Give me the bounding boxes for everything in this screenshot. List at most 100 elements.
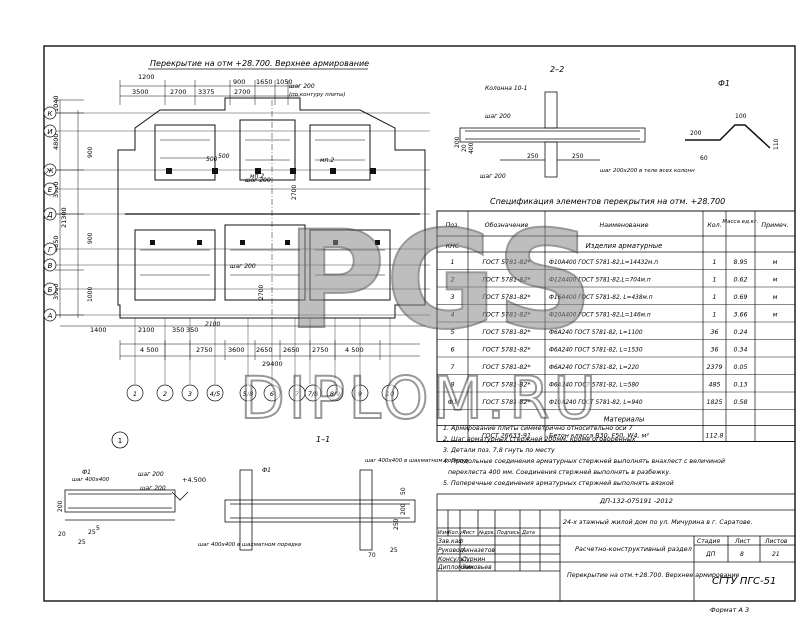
top-dim-1650: 1650 <box>256 78 273 86</box>
spec-row-qty: 485 <box>708 382 720 389</box>
stamp-section: Расчетно-конструктивный раздел <box>575 545 692 553</box>
rebar-lines <box>125 100 420 318</box>
spec-row-mass: 0.13 <box>733 382 747 389</box>
left-dim-21300: 21300 <box>60 207 68 228</box>
spec-material-name: Бетон класса В30, F50, W4, м³ <box>549 433 649 440</box>
sec22-d200: 200 <box>454 136 461 148</box>
sec22-d20: 20 <box>461 144 468 152</box>
spec-row-pos: 1 <box>450 259 454 266</box>
spec-row-pos: 4 <box>450 312 454 319</box>
spec-row-mass: 0.58 <box>733 399 747 406</box>
spec-row-name: Ф20А400 ГОСТ 5781-82,L=146м.п <box>549 313 651 319</box>
section-11-title: 1–1 <box>316 435 330 444</box>
spec-header-qty: Кол. <box>707 222 721 229</box>
bottom-dim-3600: 3600 <box>228 346 245 354</box>
f1-bent-bar <box>685 124 771 149</box>
node1-level: +4.500 <box>182 476 206 484</box>
node1-d5: 5 <box>96 525 100 532</box>
f1-d60: 60 <box>700 155 708 162</box>
spec-row-oboz: ГОСТ 5781-82* <box>482 312 530 319</box>
grid-col-markers <box>126 384 399 402</box>
grid-col-7: 7 <box>295 390 300 398</box>
sec11-shag400b: шаг 400х400 в шахматном порядке <box>198 542 302 548</box>
spec-row-oboz: ГОСТ 5781-82* <box>482 329 530 336</box>
section-11-drawing <box>224 469 416 551</box>
f1-d110: 110 <box>773 138 780 150</box>
notes-block: 1. Армирование плиты симметрично относит… <box>443 425 725 487</box>
bottom-dim-2750b: 2750 <box>312 346 329 354</box>
plan-shag200: шаг 200 <box>230 263 256 270</box>
node1-drawing <box>64 489 176 521</box>
spec-row-oboz: ГОСТ 5781-82* <box>482 364 530 371</box>
grid-col-5-8: 5/8 <box>243 390 253 398</box>
stamp-role-zav: Зав.каф <box>438 538 463 545</box>
spec-row-qty: 1 <box>712 259 716 266</box>
sec11-f1: Ф1 <box>262 467 271 474</box>
spec-row-note: м <box>773 277 778 284</box>
sec11-d200: 200 <box>400 503 407 515</box>
sec11-d50: 50 <box>400 487 407 495</box>
spec-header-oboz: Обозначение <box>485 221 529 229</box>
grid-col-4-5: 4/5 <box>210 390 220 398</box>
stamp-name-2: Сурнин <box>462 556 485 563</box>
plan-mp2b: мп.2 <box>320 157 334 164</box>
grid-col-6: 6 <box>270 390 274 398</box>
node1-level-mark <box>171 491 189 501</box>
spec-row-mass: 0.05 <box>733 364 747 371</box>
stamp-format: Формат А 3 <box>710 606 749 614</box>
grid-row-B: Б <box>48 286 53 294</box>
left-dim-900b: 900 <box>87 232 94 244</box>
plan-d500: 500 <box>206 156 218 163</box>
spec-row-pos: 5 <box>450 329 454 336</box>
spec-row-qty: 1 <box>712 277 716 284</box>
spec-group-kns: КНС <box>446 243 460 250</box>
left-dim-900a: 900 <box>87 146 94 158</box>
spec-row-qty: 36 <box>710 329 718 336</box>
bottom-dim-2650b: 2650 <box>283 346 300 354</box>
plan-d2700: 2700 <box>258 285 265 300</box>
detail-f1-title: Ф1 <box>718 79 730 88</box>
stamp-role-dipl: Дипломник <box>437 564 474 571</box>
sec11-d250: 250 <box>393 518 400 530</box>
plan-mp2: мп.2 <box>250 173 264 180</box>
watermark: PGS DIPLOM.RU <box>239 201 597 433</box>
top-dim-3500: 3500 <box>132 88 149 96</box>
spec-row-qty: 2379 <box>706 364 722 371</box>
spec-row-mass: 8.95 <box>733 259 747 266</box>
plan-d2100: 2100 <box>205 321 220 328</box>
stamp-col-list: Лист <box>461 530 476 536</box>
node1-d20: 20 <box>58 531 66 538</box>
spec-material-oboz: ГОСТ 26633-91 <box>482 433 531 440</box>
note-5: 5. Поперечные соединения арматурных стер… <box>443 480 674 487</box>
grid-col-1: 1 <box>133 390 137 398</box>
top-dim-2700: 2700 <box>170 88 187 96</box>
bottom-dim-4500b: 4 500 <box>345 346 364 354</box>
left-dim-1000: 1000 <box>87 287 94 302</box>
node1-shag200: шаг 200 <box>138 471 164 478</box>
grid-row-E: Е <box>48 186 53 194</box>
stamp-listov-v: 21 <box>772 551 780 558</box>
spec-header-pos: Поз. <box>446 222 460 229</box>
spec-row-qty: 1825 <box>706 399 722 406</box>
grid-row-markers <box>43 106 57 322</box>
stamp-role-ruk: Руковод. <box>438 547 466 554</box>
sec22-d250: 250 <box>527 153 539 160</box>
stamp-stage-h: Стадия <box>697 538 720 545</box>
stamp-list-v: 8 <box>740 551 744 558</box>
spec-row-name: Ф6А240 ГОСТ 5781-82, L=220 <box>549 365 639 371</box>
spec-title: Спецификация элементов перекрытия на отм… <box>490 197 725 206</box>
sec11-shag400a: шаг 400х400 в шахматном порядке <box>365 458 469 464</box>
plan-note-shag: шаг 200 <box>289 83 315 90</box>
stamp-stage-v: ДП <box>705 551 716 558</box>
top-dim-2700b: 2700 <box>234 88 251 96</box>
node1-d25: 25 <box>88 529 96 536</box>
spec-header-name: Наименование <box>600 222 649 229</box>
node1-d25b: 25 <box>78 539 86 546</box>
spec-row-name: Ф12А400 ГОСТ 5781-82,L=704м.п <box>549 278 651 284</box>
f1-d200: 200 <box>690 130 702 137</box>
grid-row-K: К <box>48 110 54 118</box>
bottom-dim-2100: 2100 <box>138 326 155 334</box>
